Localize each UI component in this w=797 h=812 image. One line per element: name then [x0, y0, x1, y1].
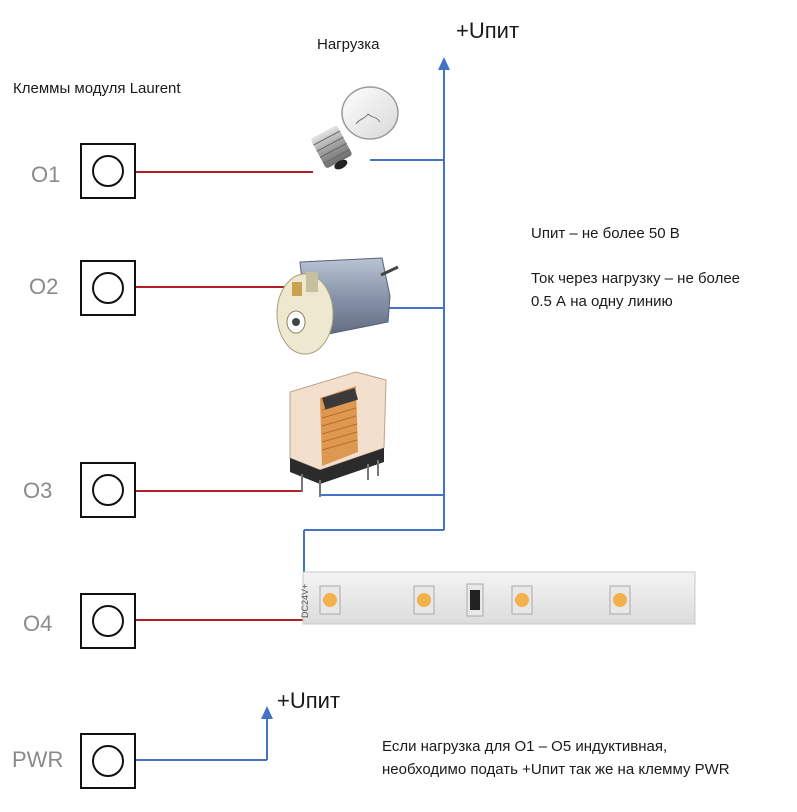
- current-note-line1: Ток через нагрузку – не более: [531, 270, 741, 287]
- terminal-screw: [92, 272, 124, 304]
- supply-arrow-top: [438, 57, 450, 70]
- supply-pwr-label: +Uпит: [277, 688, 341, 713]
- terminal-label-pwr: PWR: [12, 747, 64, 772]
- lamp-icon: [311, 86, 399, 170]
- motor-icon: [276, 257, 399, 355]
- terminal-label-o1: O1: [31, 162, 61, 187]
- output-wires: [136, 171, 313, 621]
- load-label: Нагрузка: [317, 36, 380, 53]
- supply-top-label: +Uпит: [456, 18, 520, 43]
- inductive-note-line2: необходимо подать +Uпит так же на клемму…: [382, 761, 730, 778]
- svg-text:DC24V+: DC24V+: [300, 584, 310, 618]
- relay-icon: [289, 371, 387, 497]
- resistor-chip: [466, 583, 484, 617]
- terminal-label-o2: O2: [29, 274, 59, 299]
- terminal-label-o3: O3: [23, 478, 53, 503]
- terminal-o2: [80, 260, 136, 316]
- terminal-screw: [92, 745, 124, 777]
- terminal-o1: [80, 143, 136, 199]
- led-chip: [511, 585, 533, 615]
- terminal-o3: [80, 462, 136, 518]
- led-strip-icon: DC24V+: [300, 571, 696, 625]
- led-chip: [413, 585, 435, 615]
- terminal-screw: [92, 474, 124, 506]
- led-chip: [609, 585, 631, 615]
- voltage-note: Uпит – не более 50 В: [531, 225, 680, 242]
- module-terminals-label: Клеммы модуля Laurent: [13, 80, 181, 97]
- inductive-note-line1: Если нагрузка для O1 – O5 индуктивная,: [382, 738, 668, 755]
- terminal-label-o4: O4: [23, 611, 53, 636]
- current-note-line2: 0.5 А на одну линию: [531, 293, 673, 310]
- terminal-pwr: [80, 733, 136, 789]
- terminal-o4: [80, 593, 136, 649]
- supply-arrow-pwr: [261, 706, 273, 719]
- terminal-screw: [92, 155, 124, 187]
- led-chip: [319, 585, 341, 615]
- terminal-screw: [92, 605, 124, 637]
